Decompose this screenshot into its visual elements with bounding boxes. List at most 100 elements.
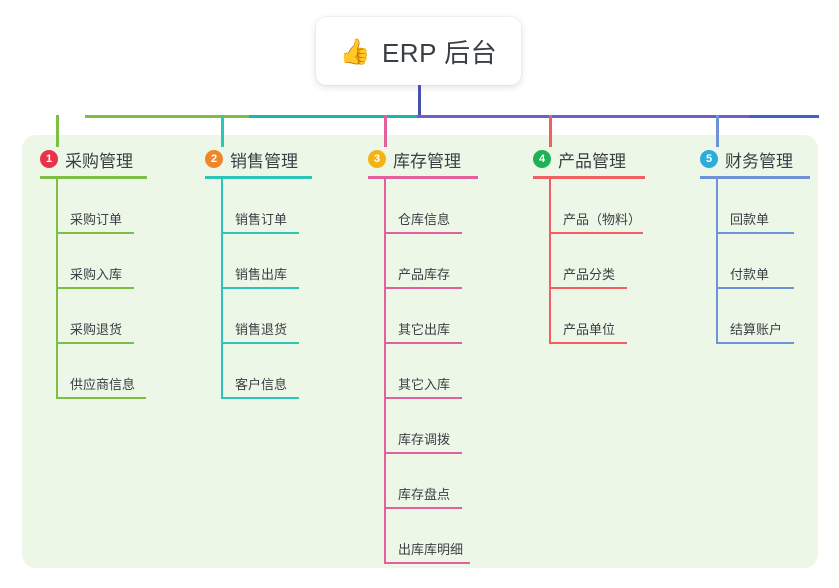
branch-column-4: 4 产品管理产品（物料） 产品分类产品单位 [533,146,645,344]
branch-column-5: 5 财务管理回款单付款单结算账户 [700,146,810,344]
branch-item[interactable]: 供应商信息 [56,369,176,399]
root-node-label: ERP 后台 [381,37,498,68]
branches-panel [22,135,818,568]
branch-number-badge: 5 [700,150,718,168]
branch-item-rule [549,232,643,234]
branch-item[interactable]: 其它出库 [384,314,504,344]
branch-item-label: 其它出库 [398,322,451,337]
branch-header-1[interactable]: 1 采购管理 [40,146,133,172]
branch-item-label: 采购退货 [70,322,123,337]
branch-item-label: 回款单 [730,212,770,227]
root-node-content: 👍 ERP 后台 [340,33,497,70]
branch-title: 产品管理 [558,151,626,171]
branch-item-label: 采购入库 [70,267,123,282]
branch-item[interactable]: 销售退货 [221,314,341,344]
branch-item[interactable]: 产品（物料） [549,204,669,234]
branch-item[interactable]: 客户信息 [221,369,341,399]
branch-item-label: 销售退货 [235,322,288,337]
branch-item-rule [384,507,462,509]
branch-item[interactable]: 库存盘点 [384,479,504,509]
connector-drop-5 [716,115,719,147]
branch-item-label: 库存调拨 [398,432,451,447]
branch-item-rule [549,342,627,344]
branch-item-rule [221,397,299,399]
branch-header-rule [368,176,478,179]
connector-bar-segment-2 [249,115,419,118]
branch-item-label: 产品库存 [398,267,451,282]
branch-item[interactable]: 采购入库 [56,259,176,289]
branch-number-badge: 3 [368,150,386,168]
branch-item-rule [716,287,794,289]
branch-item[interactable]: 出库库明细 [384,534,504,564]
branch-item-label: 出库库明细 [398,542,464,557]
branch-item[interactable]: 结算账户 [716,314,836,344]
branch-number-badge: 2 [205,150,223,168]
branch-spine [549,177,551,344]
branch-item-label: 客户信息 [235,377,288,392]
branch-item[interactable]: 回款单 [716,204,836,234]
branch-spine [716,177,718,344]
branch-header-rule [40,176,147,179]
branch-item-rule [56,232,134,234]
branch-item[interactable]: 其它入库 [384,369,504,399]
branch-item[interactable]: 仓库信息 [384,204,504,234]
branch-item-label: 付款单 [730,267,770,282]
branch-header-3[interactable]: 3 库存管理 [368,146,461,172]
branch-item-rule [384,287,462,289]
branch-item[interactable]: 付款单 [716,259,836,289]
branch-item[interactable]: 采购订单 [56,204,176,234]
branch-item-label: 采购订单 [70,212,123,227]
branch-item-rule [549,287,627,289]
branch-item-rule [384,232,462,234]
branch-header-5[interactable]: 5 财务管理 [700,146,793,172]
connector-bar-segment-4 [749,115,819,118]
branch-item-label: 库存盘点 [398,487,451,502]
branch-item-rule [384,452,462,454]
branch-header-rule [700,176,810,179]
branch-number-badge: 1 [40,150,58,168]
branch-item[interactable]: 产品分类 [549,259,669,289]
connector-drop-2 [221,115,224,147]
branch-item-label: 结算账户 [730,322,783,337]
branch-item-rule [221,287,299,289]
connector-trunk [418,85,421,118]
branch-item-rule [56,342,134,344]
branch-header-4[interactable]: 4 产品管理 [533,146,626,172]
branch-item[interactable]: 销售订单 [221,204,341,234]
root-node[interactable]: 👍 ERP 后台 [316,17,521,85]
branch-item-label: 产品（物料） [563,212,642,227]
connector-drop-4 [549,115,552,147]
branch-item-rule [56,287,134,289]
branch-item[interactable]: 销售出库 [221,259,341,289]
branch-item-label: 产品分类 [563,267,616,282]
branch-item-rule [384,562,470,564]
connector-drop-1 [56,115,59,147]
branch-item[interactable]: 库存调拨 [384,424,504,454]
branch-item-rule [384,342,462,344]
branch-item-rule [221,232,299,234]
branch-item-label: 产品单位 [563,322,616,337]
branch-spine [384,177,386,564]
branch-title: 采购管理 [65,151,133,171]
branch-item[interactable]: 采购退货 [56,314,176,344]
branch-item[interactable]: 产品单位 [549,314,669,344]
branch-title: 库存管理 [393,151,461,171]
branch-item-rule [716,342,794,344]
connector-bar-segment-1 [85,115,251,118]
connector-bar-segment-3 [417,115,751,118]
branch-item-rule [384,397,462,399]
branch-header-rule [205,176,312,179]
branch-number-badge: 4 [533,150,551,168]
branch-item[interactable]: 产品库存 [384,259,504,289]
branch-item-label: 销售出库 [235,267,288,282]
connector-drop-3 [384,115,387,147]
branch-title: 财务管理 [725,151,793,171]
thumbs-up-icon: 👍 [339,36,371,66]
branch-item-label: 其它入库 [398,377,451,392]
branch-item-rule [56,397,146,399]
branch-header-rule [533,176,645,179]
